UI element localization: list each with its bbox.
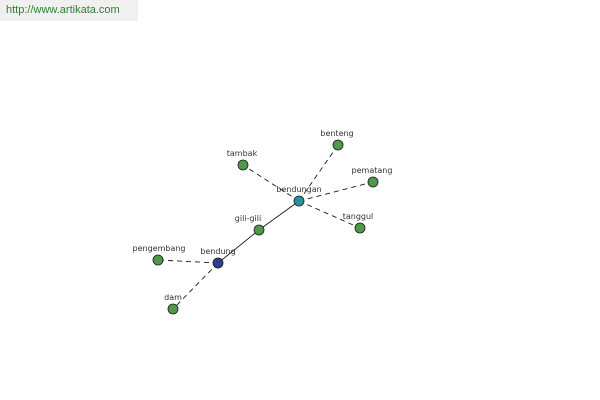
node-label-pematang: pematang (352, 166, 393, 175)
edge-bendungan-tambak (242, 164, 300, 202)
graph-nodes (152, 139, 379, 315)
node-label-gili-gili: gili-gili (235, 214, 261, 223)
node-pengembang[interactable] (152, 254, 164, 266)
node-dam[interactable] (167, 303, 179, 315)
graph-edges (157, 144, 374, 310)
source-link[interactable]: http://www.artikata.com (6, 4, 120, 16)
graph-labels: benteng tambak pematang bendungan tanggul gil… (133, 129, 393, 302)
node-bendungan[interactable] (293, 195, 305, 207)
node-label-benteng: benteng (320, 129, 353, 138)
edge-bendungan-pematang (298, 181, 374, 202)
edge-bendungan-benteng (298, 144, 339, 202)
node-benteng[interactable] (332, 139, 344, 151)
source-banner: http://www.artikata.com (0, 0, 138, 21)
node-pematang[interactable] (367, 176, 379, 188)
node-label-pengembang: pengembang (133, 244, 186, 253)
edge-bendung-dam (172, 262, 219, 310)
node-label-dam: dam (164, 293, 182, 302)
node-tanggul[interactable] (354, 222, 366, 234)
node-label-bendung: bendung (200, 247, 235, 256)
node-label-bendungan: bendungan (276, 185, 321, 194)
edge-bendungan-tanggul (298, 200, 361, 229)
node-label-tambak: tambak (227, 149, 258, 158)
node-gili-gili[interactable] (253, 224, 265, 236)
edge-bendung-pengembang (157, 259, 219, 264)
node-tambak[interactable] (237, 159, 249, 171)
edge-gili-gili-bendung (217, 229, 260, 264)
node-label-tanggul: tanggul (343, 212, 374, 221)
edge-bendungan-gili-gili (258, 200, 300, 231)
node-bendung[interactable] (212, 257, 224, 269)
